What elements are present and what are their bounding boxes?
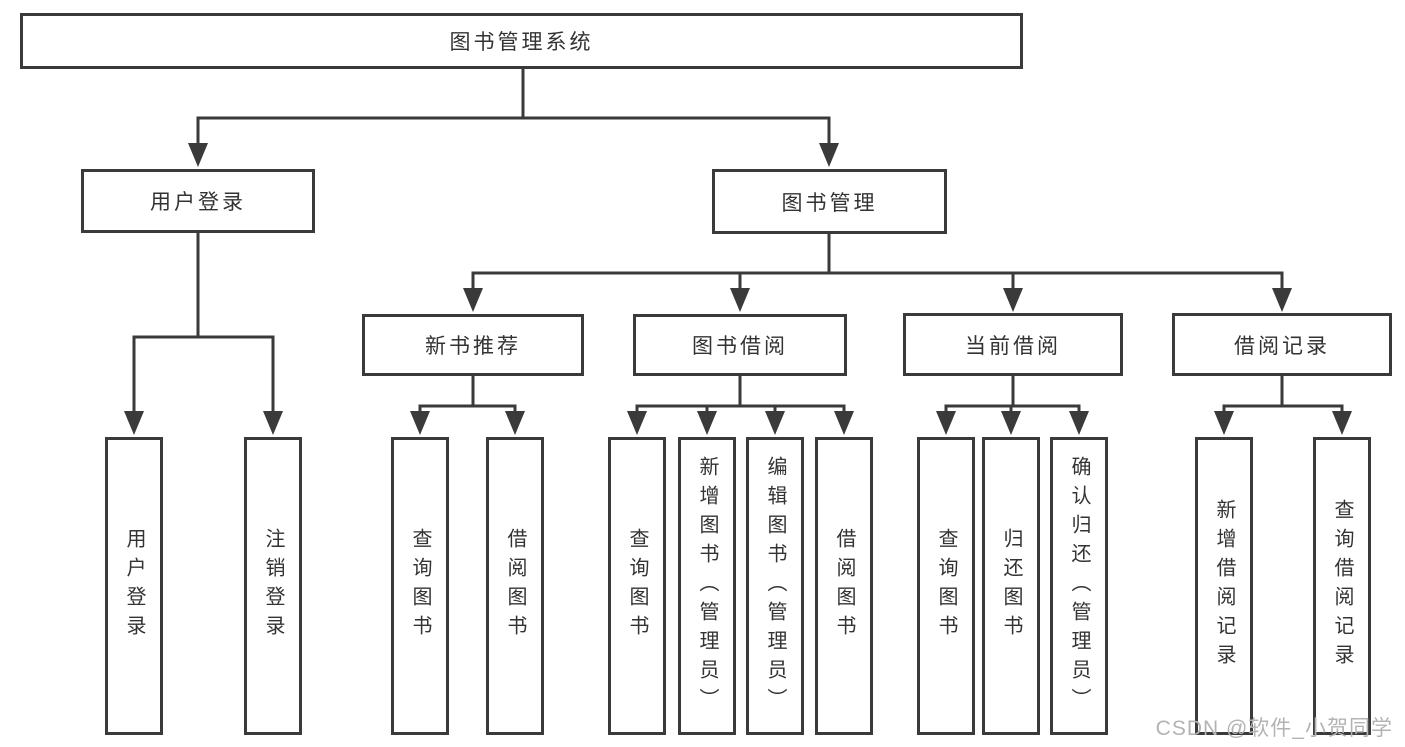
leaf-label: 借阅图书: [504, 528, 526, 644]
node-current-borrow-label: 当前借阅: [965, 334, 1061, 358]
node-user-login: 用户登录: [81, 169, 315, 233]
leaf-label: 确认归还（管理员）: [1068, 455, 1090, 717]
node-new-book-recommend-label: 新书推荐: [425, 335, 521, 358]
node-book-borrow: 图书借阅: [633, 314, 847, 376]
leaf-query-books: 查询图书: [391, 437, 449, 735]
node-borrow-records: 借阅记录: [1172, 313, 1392, 376]
leaf-label: 查询图书: [935, 528, 957, 644]
leaf-label: 查询图书: [409, 528, 431, 644]
node-root: 图书管理系统: [20, 13, 1023, 69]
leaf-query-books: 查询图书: [917, 437, 975, 735]
leaf-add-borrow-record: 新增借阅记录: [1195, 437, 1253, 735]
node-current-borrow: 当前借阅: [903, 313, 1123, 376]
leaf-return-books: 归还图书: [982, 437, 1040, 735]
leaf-label: 注销登录: [262, 528, 284, 644]
leaf-label: 查询图书: [626, 528, 648, 644]
leaf-confirm-return-admin: 确认归还（管理员）: [1050, 437, 1108, 735]
node-root-label: 图书管理系统: [449, 31, 594, 54]
leaf-label: 新增借阅记录: [1213, 499, 1235, 673]
leaf-label: 归还图书: [1000, 528, 1022, 644]
leaf-label: 编辑图书（管理员）: [764, 455, 786, 717]
leaf-query-books: 查询图书: [608, 437, 666, 735]
node-book-management: 图书管理: [712, 169, 947, 234]
leaf-edit-books-admin: 编辑图书（管理员）: [746, 437, 804, 735]
leaf-user-login: 用户登录: [105, 437, 163, 735]
leaf-label: 用户登录: [123, 528, 145, 644]
leaf-borrow-books: 借阅图书: [815, 437, 873, 735]
node-borrow-records-label: 借阅记录: [1234, 334, 1330, 358]
leaf-label: 新增图书（管理员）: [696, 455, 718, 717]
node-user-login-label: 用户登录: [150, 191, 246, 214]
leaf-add-books-admin: 新增图书（管理员）: [678, 437, 736, 735]
leaf-query-borrow-record: 查询借阅记录: [1313, 437, 1371, 735]
leaf-borrow-books: 借阅图书: [486, 437, 544, 735]
node-new-book-recommend: 新书推荐: [362, 314, 584, 376]
node-book-borrow-label: 图书借阅: [692, 335, 788, 358]
leaf-logout: 注销登录: [244, 437, 302, 735]
leaf-label: 查询借阅记录: [1331, 499, 1353, 673]
node-book-management-label: 图书管理: [781, 191, 878, 215]
leaf-label: 借阅图书: [833, 528, 855, 644]
watermark-text: CSDN @软件_小贺同学: [1155, 717, 1393, 740]
